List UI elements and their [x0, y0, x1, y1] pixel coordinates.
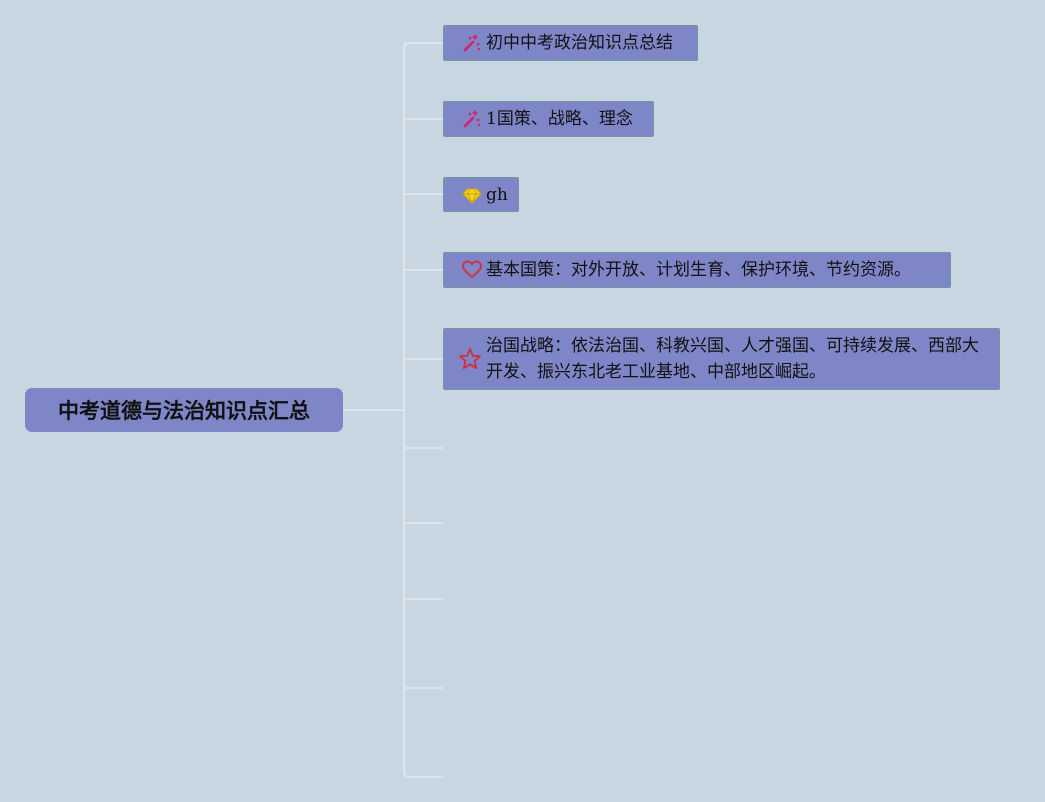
- root-node-label: 中考道德与法治知识点汇总: [58, 399, 310, 423]
- topic-node-5-label: 治国战略：依法治国、科教兴国、人才强国、可持续发展、西部大开发、振兴东北老工业基…: [486, 336, 979, 382]
- topic-node-2-label: 1国策、战略、理念: [486, 109, 633, 129]
- topic-node-1[interactable]: 初中中考政治知识点总结: [443, 25, 698, 61]
- topic-node-5[interactable]: 治国战略：依法治国、科教兴国、人才强国、可持续发展、西部大开发、振兴东北老工业基…: [443, 328, 1000, 390]
- topic-node-1-label: 初中中考政治知识点总结: [486, 33, 673, 53]
- topic-node-2[interactable]: 1国策、战略、理念: [443, 101, 654, 137]
- diamond-icon: [462, 185, 482, 205]
- heart-icon: [462, 260, 482, 280]
- topic-node-3[interactable]: gh: [443, 177, 519, 212]
- root-node[interactable]: 中考道德与法治知识点汇总: [25, 388, 343, 432]
- star-icon: [458, 347, 482, 371]
- magic-wand-icon: [462, 33, 482, 53]
- topic-node-3-label: gh: [486, 184, 508, 205]
- trunk-line: [403, 42, 411, 778]
- magic-wand-icon: [462, 109, 482, 129]
- topic-node-4-label: 基本国策：对外开放、计划生育、保护环境、节约资源。: [486, 260, 911, 280]
- topic-node-4[interactable]: 基本国策：对外开放、计划生育、保护环境、节约资源。: [443, 252, 951, 288]
